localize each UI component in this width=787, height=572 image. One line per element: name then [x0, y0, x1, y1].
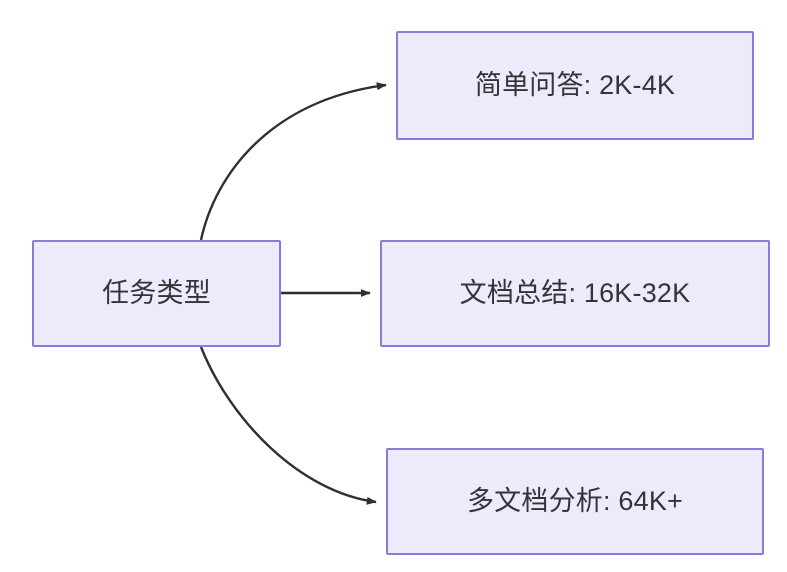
node-simple-qa[interactable]: 简单问答: 2K-4K — [396, 31, 754, 140]
node-task-type[interactable]: 任务类型 — [32, 240, 281, 347]
node-multi-document-analysis-label: 多文档分析: 64K+ — [466, 486, 683, 517]
node-task-type-label: 任务类型 — [102, 278, 211, 309]
node-multi-document-analysis[interactable]: 多文档分析: 64K+ — [386, 448, 764, 555]
node-document-summary-label: 文档总结: 16K-32K — [459, 278, 691, 309]
node-document-summary[interactable]: 文档总结: 16K-32K — [380, 240, 770, 347]
edge-root-to-simple — [199, 82, 387, 241]
node-simple-qa-label: 简单问答: 2K-4K — [474, 70, 676, 101]
edge-root-to-multi — [199, 346, 377, 505]
